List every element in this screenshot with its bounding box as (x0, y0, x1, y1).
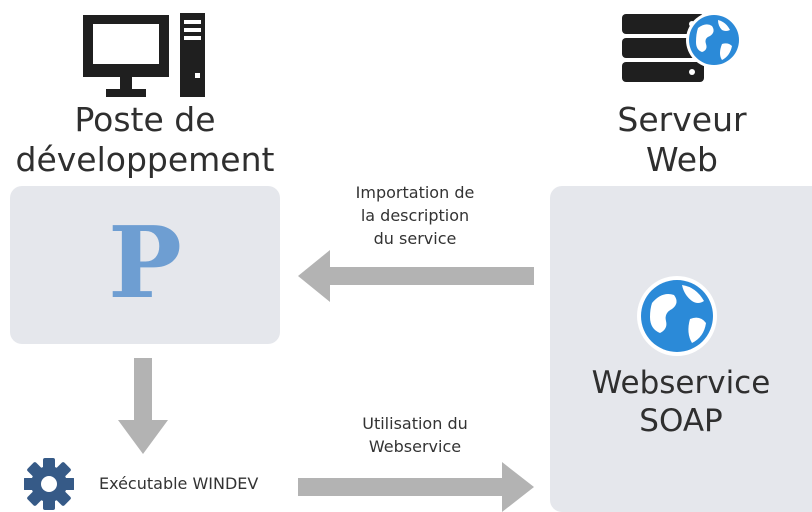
project-letter: P (108, 206, 182, 321)
web-server-heading-line1: Serveur (617, 100, 747, 139)
usage-arrow (298, 462, 534, 512)
executable-label: Exécutable WINDEV (99, 474, 259, 493)
globe-icon (636, 275, 718, 357)
usage-caption: Utilisation du Webservice (320, 412, 510, 458)
dev-station-heading-line1: Poste de (74, 100, 216, 139)
import-caption-line1: Importation de (355, 183, 475, 202)
web-server-heading-line2: Web (646, 140, 718, 179)
webservice-soap-line1: Webservice (591, 365, 771, 401)
server-globe-icon (618, 8, 748, 88)
usage-caption-line2: Webservice (368, 437, 462, 456)
desktop-computer-icon (80, 10, 210, 100)
import-caption-line3: du service (373, 229, 457, 248)
import-caption: Importation de la description du service (320, 181, 510, 250)
dev-station-heading: Poste de développement (0, 100, 290, 180)
webservice-soap-line2: SOAP (639, 403, 723, 439)
web-server-heading: Serveur Web (592, 100, 772, 180)
gear-icon (24, 458, 74, 510)
dev-station-heading-line2: développement (15, 140, 275, 179)
project-box: P (10, 186, 280, 344)
import-caption-line2: la description (360, 206, 470, 225)
usage-caption-line1: Utilisation du (362, 414, 468, 433)
webservice-soap-label: Webservice SOAP (550, 364, 812, 440)
down-arrow (118, 358, 168, 456)
import-arrow (298, 250, 534, 302)
